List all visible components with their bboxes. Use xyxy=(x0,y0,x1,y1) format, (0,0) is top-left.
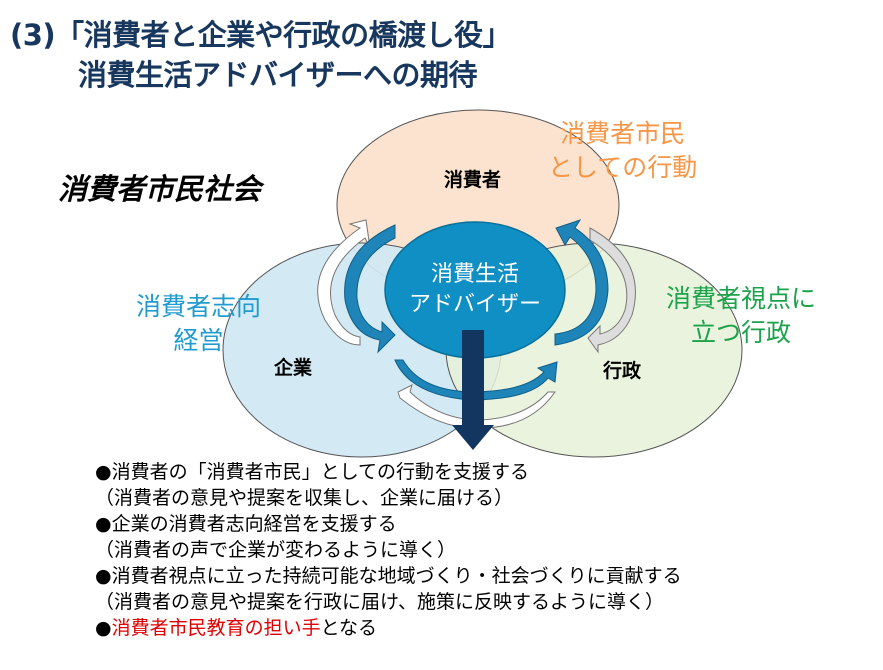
consumer-action-line-2: としての行動 xyxy=(548,153,698,182)
enterprise-action-label: 消費者志向 経営 xyxy=(136,290,261,358)
advisor-label: 消費生活 アドバイザー xyxy=(385,260,565,320)
cycle-arrow-right-outer xyxy=(587,227,636,354)
enterprise-action-line-2: 経営 xyxy=(173,326,224,355)
government-action-label: 消費者視点に 立つ行政 xyxy=(666,282,816,350)
cycle-arrow-left-outer xyxy=(317,219,371,346)
list-item-note: （消費者の意見や提案を行政に届け、施策に反映するように導く） xyxy=(95,591,665,613)
cycle-arrow-right-inner xyxy=(554,219,609,346)
cycle-arrow-left-inner xyxy=(344,224,396,354)
list-item-note: （消費者の声で企業が変わるように導く） xyxy=(95,539,457,561)
government-action-line-2: 立つ行政 xyxy=(691,318,792,347)
advisor-label-line-1: 消費生活 xyxy=(430,262,519,287)
consumer-action-label: 消費者市民 としての行動 xyxy=(548,117,697,185)
government-action-line-1: 消費者視点に xyxy=(666,284,817,313)
enterprise-label: 企業 xyxy=(274,357,313,379)
list-item: ●消費者視点に立った持続可能な地域づくり・社会づくりに貢献する xyxy=(95,565,682,587)
down-arrow xyxy=(452,330,494,450)
consumer-action-line-1: 消費者市民 xyxy=(560,119,686,148)
cycle-arrow-bottom-inner xyxy=(394,359,558,401)
expectation-list: ●消費者の「消費者市民」としての行動を支援する （消費者の意見や提案を収集し、企… xyxy=(95,459,682,641)
list-item-rest: となる xyxy=(320,617,378,639)
list-item: ●消費者市民教育の担い手となる xyxy=(95,615,682,641)
bullet-marker: ● xyxy=(95,617,112,639)
list-item: ●企業の消費者志向経営を支援する xyxy=(95,513,397,535)
title-line-2: 消費生活アドバイザーへの期待 xyxy=(78,58,478,92)
title-line-1: (3)「消費者と企業や行政の橋渡し役」 xyxy=(10,18,512,52)
highlighted-text: 消費者市民教育の担い手 xyxy=(111,617,321,639)
society-label: 消費者市民社会 xyxy=(58,172,262,206)
list-item-note: （消費者の意見や提案を収集し、企業に届ける） xyxy=(95,487,514,509)
list-item: ●消費者の「消費者市民」としての行動を支援する xyxy=(95,461,530,483)
government-label: 行政 xyxy=(603,360,642,382)
consumer-label: 消費者 xyxy=(444,169,502,191)
enterprise-action-line-1: 消費者志向 xyxy=(136,292,262,321)
advisor-label-line-2: アドバイザー xyxy=(408,292,541,317)
